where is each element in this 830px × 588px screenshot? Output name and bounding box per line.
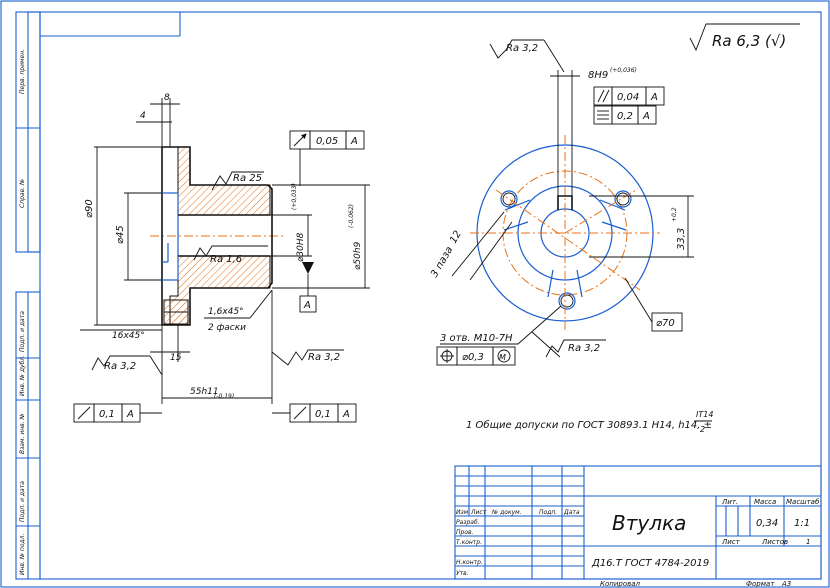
runout-left-frame: 0,1 A: [73, 403, 162, 423]
position-value: ⌀0,3: [462, 352, 484, 363]
tb-sheets-value: 1: [806, 538, 810, 546]
tb-row-approve: Утв.: [456, 570, 469, 577]
rough-32-right: Ra 3,2: [308, 352, 340, 363]
general-roughness-text: Ra 6,3 (√): [712, 32, 786, 50]
side-label-repl-inv: Взам. инв. №: [19, 413, 26, 454]
tb-part-name: Втулка: [612, 511, 686, 535]
tb-format-value: А3: [781, 580, 791, 588]
dim-55: 55h11: [190, 387, 219, 397]
chamfer-note: 2 фаски: [208, 323, 246, 333]
tb-col-list: Лист: [470, 509, 487, 516]
general-note: 1 Общие допуски по ГОСТ 30893.1 Н14, h14…: [466, 410, 713, 434]
runout-top-frame: 0,05 A: [289, 130, 365, 186]
position-frame: ⌀0,3 M: [436, 346, 516, 366]
end-view: Ra 3,2 8H9 (+0,036) 0,04 A 0,2 A: [429, 39, 694, 366]
side-label-sign-date-2: Подп. и дата: [19, 481, 26, 522]
dim-d45: ⌀45: [115, 225, 126, 244]
rough-25: Ra 25: [233, 173, 262, 184]
dim-55-tol: (-0,19): [214, 393, 234, 400]
tb-format-label: Формат: [746, 580, 775, 588]
symmetry-value: 0,2: [617, 111, 633, 122]
side-label-orig-inv: Инв. № подл.: [19, 534, 26, 575]
tb-scale-label: Масштаб: [786, 498, 820, 506]
tb-col-date: Дата: [563, 509, 580, 516]
tb-mass-label: Масса: [754, 498, 776, 506]
dim-d90: ⌀90: [84, 199, 95, 218]
runout-right-frame: 0,1 A: [272, 403, 357, 423]
tb-row-check: Пров.: [456, 529, 474, 536]
runout-top-datum: A: [350, 136, 358, 147]
dim-d30: ⌀30H8: [296, 232, 306, 262]
runout-top-value: 0,05: [316, 136, 338, 147]
tb-col-doc: № докум.: [491, 509, 522, 516]
side-label-sign-date-1: Подп. и дата: [19, 311, 26, 352]
tb-scale-value: 1:1: [794, 518, 810, 529]
ev-dim-33-tol: +0,2: [671, 207, 678, 222]
title-block: Изм Лист № докум. Подп. Дата Разраб. Про…: [454, 465, 822, 588]
rough-32-left: Ra 3,2: [104, 361, 136, 372]
tb-row-ncontr: Н.контр.: [456, 559, 483, 566]
ev-grooves: 3 паза: [429, 245, 455, 280]
symmetry-frame: 0,2 A: [593, 105, 657, 125]
tb-mass-value: 0,34: [756, 518, 778, 529]
section-view: 8 4 ⌀90 ⌀45 ⌀30H8 (+0,033) ⌀50h9 (-0,062…: [73, 93, 370, 423]
tb-col-izm: Изм: [456, 509, 469, 516]
runout-left-value: 0,1: [99, 409, 115, 420]
side-label-ref-no: Справ. №: [19, 179, 26, 208]
dim-4: 4: [140, 111, 146, 121]
rough-16: Ra 1,6: [210, 254, 242, 265]
tb-copied: Копировал: [600, 580, 641, 588]
dim-d30-tol: (+0,033): [291, 183, 298, 210]
chamfer-16x45-b: 1,6x45°: [208, 307, 244, 317]
tb-sheet-label: Лист: [721, 538, 741, 546]
dim-d50-tol: (-0,062): [348, 204, 355, 228]
side-label-first-use: Перв. примен.: [19, 49, 26, 94]
ev-holes: 3 отв. М10-7Н: [440, 333, 513, 344]
tb-row-tcontr: Т.контр.: [456, 539, 482, 546]
chamfer-16x45: 16x45°: [112, 331, 145, 341]
ev-dim-33: 33,3: [676, 228, 687, 250]
symmetry-datum: A: [642, 111, 650, 122]
tb-material: Д16.Т ГОСТ 4784-2019: [591, 558, 709, 569]
ev-rough-top: Ra 3,2: [506, 43, 538, 54]
dim-8: 8: [164, 93, 170, 103]
ev-rough-bottom: Ra 3,2: [568, 343, 600, 354]
dim-d50: ⌀50h9: [353, 241, 363, 270]
side-labels: Перв. примен. Справ. № Подп. и дата Инв.…: [19, 49, 26, 575]
runout-left-datum: A: [126, 409, 134, 420]
parallel-value: 0,04: [617, 92, 639, 103]
datum-label: A: [303, 300, 311, 311]
ev-dia-70: ⌀70: [656, 318, 675, 329]
note-text: 1 Общие допуски по ГОСТ 30893.1 Н14, h14…: [466, 419, 712, 431]
note-frac-den: 2: [700, 425, 705, 434]
runout-right-value: 0,1: [315, 409, 331, 420]
parallel-frame: 0,04 A: [593, 86, 665, 106]
runout-right-datum: A: [342, 409, 350, 420]
dim-15: 15: [170, 353, 182, 363]
ev-keyway-tol: (+0,036): [610, 67, 637, 74]
general-roughness: Ra 6,3 (√): [689, 23, 800, 52]
position-mod: M: [499, 353, 506, 362]
tb-row-dev: Разраб.: [456, 519, 480, 526]
note-frac-num: IT14: [696, 410, 713, 419]
ev-keyway: 8H9: [588, 70, 608, 81]
side-label-dup-inv: Инв. № дубл.: [19, 355, 26, 396]
ev-groove-dim: 12: [448, 229, 464, 246]
tb-lit-label: Лит.: [721, 498, 738, 506]
tb-sheets-label: Листов: [761, 538, 788, 546]
parallel-datum: A: [650, 92, 658, 103]
tb-col-sign: Подп.: [539, 509, 557, 516]
